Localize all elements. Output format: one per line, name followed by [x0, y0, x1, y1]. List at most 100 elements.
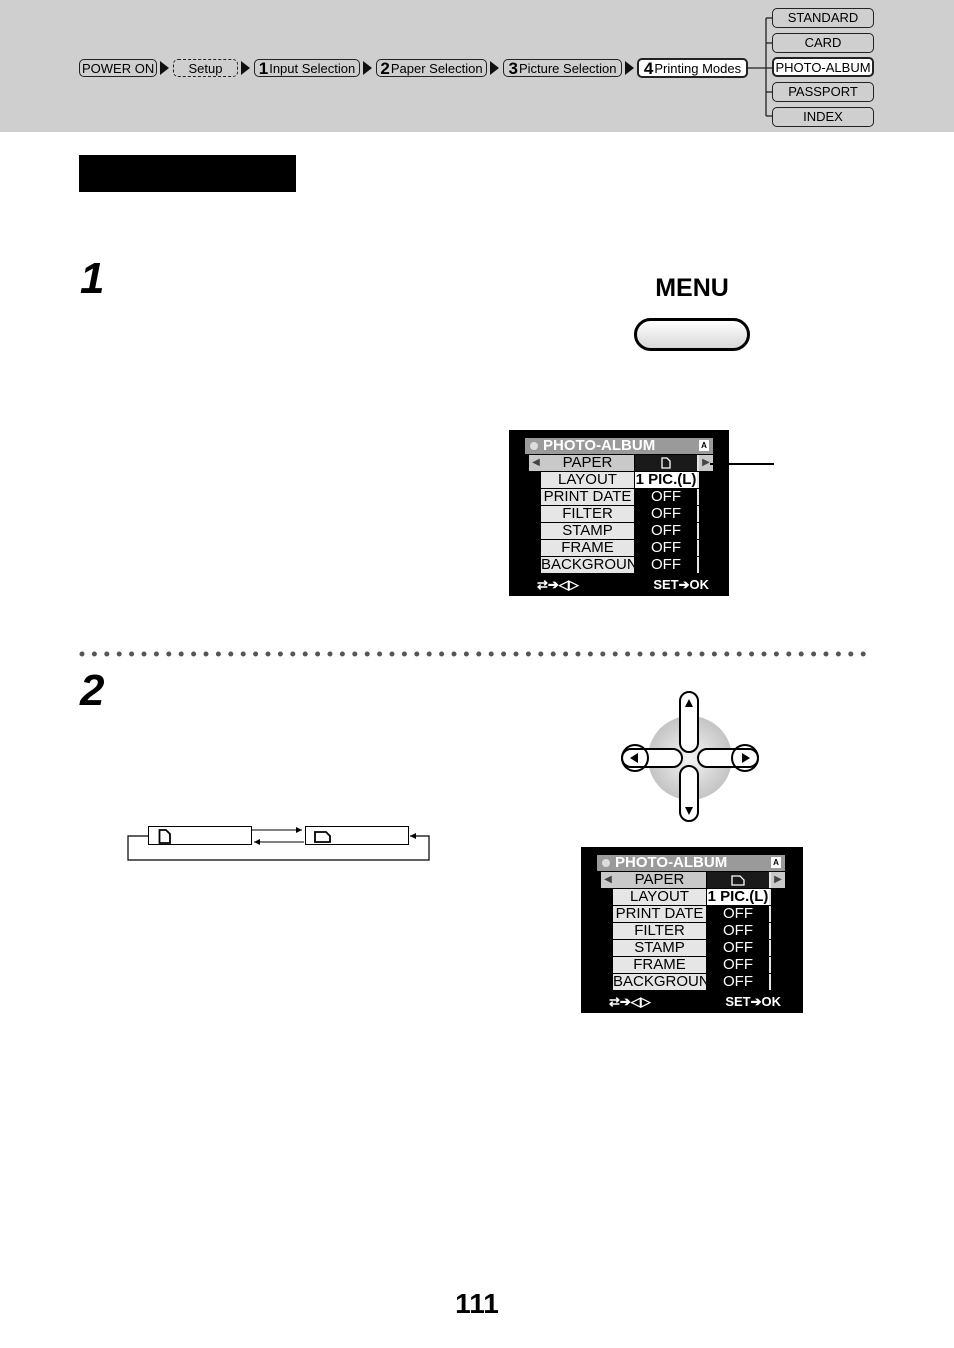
footer-left: ⇄➔◁▷	[609, 994, 651, 1009]
callout-line	[710, 463, 774, 465]
row-value: OFF	[707, 957, 771, 973]
screen-footer: ⇄➔◁▷ SET➔OK	[605, 995, 785, 1009]
step-label: Printing Modes	[654, 61, 742, 76]
breadcrumb-arrow-icon	[241, 61, 250, 75]
row-label: STAMP	[613, 940, 706, 956]
footer-right: SET➔OK	[725, 994, 781, 1009]
row-label: FRAME	[541, 540, 634, 556]
landscape-option-box	[305, 826, 409, 845]
step-label: Picture Selection	[518, 61, 617, 76]
aa-icon: A	[771, 857, 781, 868]
aa-icon: A	[699, 440, 709, 451]
row-label: LAYOUT	[613, 889, 706, 905]
step-2-number: 2	[80, 666, 105, 715]
row-value: OFF	[635, 506, 699, 522]
row-label: PRINT DATE	[541, 489, 634, 505]
dotted-separator	[79, 651, 876, 657]
step-number: 1	[258, 59, 269, 78]
footer-left: ⇄➔◁▷	[537, 577, 579, 592]
screen-title-text: PHOTO-ALBUM	[615, 854, 728, 871]
row-label: FILTER	[541, 506, 634, 522]
row-label: FRAME	[613, 957, 706, 973]
breadcrumb-setup: Setup	[173, 59, 238, 77]
mode-standard: STANDARD	[772, 8, 874, 28]
screen-footer: ⇄➔◁▷ SET➔OK	[533, 578, 713, 592]
page-number: 111	[455, 1288, 499, 1319]
breadcrumb-arrow-icon	[490, 61, 499, 75]
step-1-number: 1	[80, 254, 105, 303]
row-value: OFF	[707, 974, 771, 990]
row-value: OFF	[635, 523, 699, 539]
mode-card: CARD	[772, 33, 874, 53]
row-value: 1 PIC.(L)	[707, 889, 771, 905]
dpad-icon	[621, 691, 759, 822]
breadcrumb-step-1: 1Input Selection	[254, 59, 360, 78]
landscape-paper-icon	[314, 831, 331, 843]
right-arrow-icon: ▶	[699, 455, 713, 471]
screen-bullet-icon	[530, 442, 538, 450]
mode-photo-album: PHOTO-ALBUM	[772, 57, 874, 77]
row-label: PRINT DATE	[613, 906, 706, 922]
row-label: PAPER	[541, 455, 634, 471]
row-label: STAMP	[541, 523, 634, 539]
landscape-paper-icon	[731, 875, 745, 886]
mode-connector	[748, 17, 772, 117]
portrait-paper-icon	[158, 829, 171, 844]
breadcrumb-step-2: 2Paper Selection	[376, 59, 487, 78]
portrait-option-box	[148, 826, 252, 845]
mode-passport: PASSPORT	[772, 82, 874, 102]
row-value: OFF	[635, 557, 699, 573]
mode-index: INDEX	[772, 107, 874, 127]
row-value	[635, 455, 699, 471]
screen-row: PAPER	[613, 872, 771, 888]
row-value: OFF	[635, 489, 699, 505]
menu-button	[634, 318, 750, 351]
step-label: Input Selection	[269, 61, 356, 76]
breadcrumb-step-4: 4Printing Modes	[637, 58, 748, 78]
row-label: LAYOUT	[541, 472, 634, 488]
step-number: 4	[643, 59, 654, 78]
left-arrow-icon: ◀	[529, 455, 543, 471]
row-value: OFF	[707, 940, 771, 956]
right-arrow-icon: ▶	[771, 872, 785, 888]
row-value: OFF	[635, 540, 699, 556]
row-value: OFF	[707, 906, 771, 922]
screen-title: PHOTO-ALBUM A	[525, 438, 713, 454]
section-title-bar	[79, 155, 296, 192]
breadcrumb-arrow-icon	[363, 61, 372, 75]
breadcrumb-arrow-icon	[625, 61, 634, 75]
step-label: Paper Selection	[390, 61, 483, 76]
row-label: BACKGROUND	[613, 973, 721, 990]
footer-right: SET➔OK	[653, 577, 709, 592]
row-label: PAPER	[613, 872, 706, 888]
screen-bullet-icon	[602, 859, 610, 867]
step-number: 3	[508, 59, 518, 78]
screen-title-text: PHOTO-ALBUM	[543, 437, 656, 454]
step-number: 2	[380, 59, 390, 78]
screen-row: PAPER	[541, 455, 699, 471]
breadcrumb-power-on: POWER ON	[79, 59, 157, 77]
row-value	[707, 872, 771, 888]
menu-label: MENU	[655, 274, 729, 302]
portrait-paper-icon	[661, 457, 671, 469]
row-value: 1 PIC.(L)	[635, 472, 699, 488]
screen-title: PHOTO-ALBUM A	[597, 855, 785, 871]
paper-cycle-diagram	[127, 827, 430, 861]
left-arrow-icon: ◀	[601, 872, 615, 888]
breadcrumb-step-3: 3Picture Selection	[503, 59, 622, 78]
breadcrumb-arrow-icon	[160, 61, 169, 75]
